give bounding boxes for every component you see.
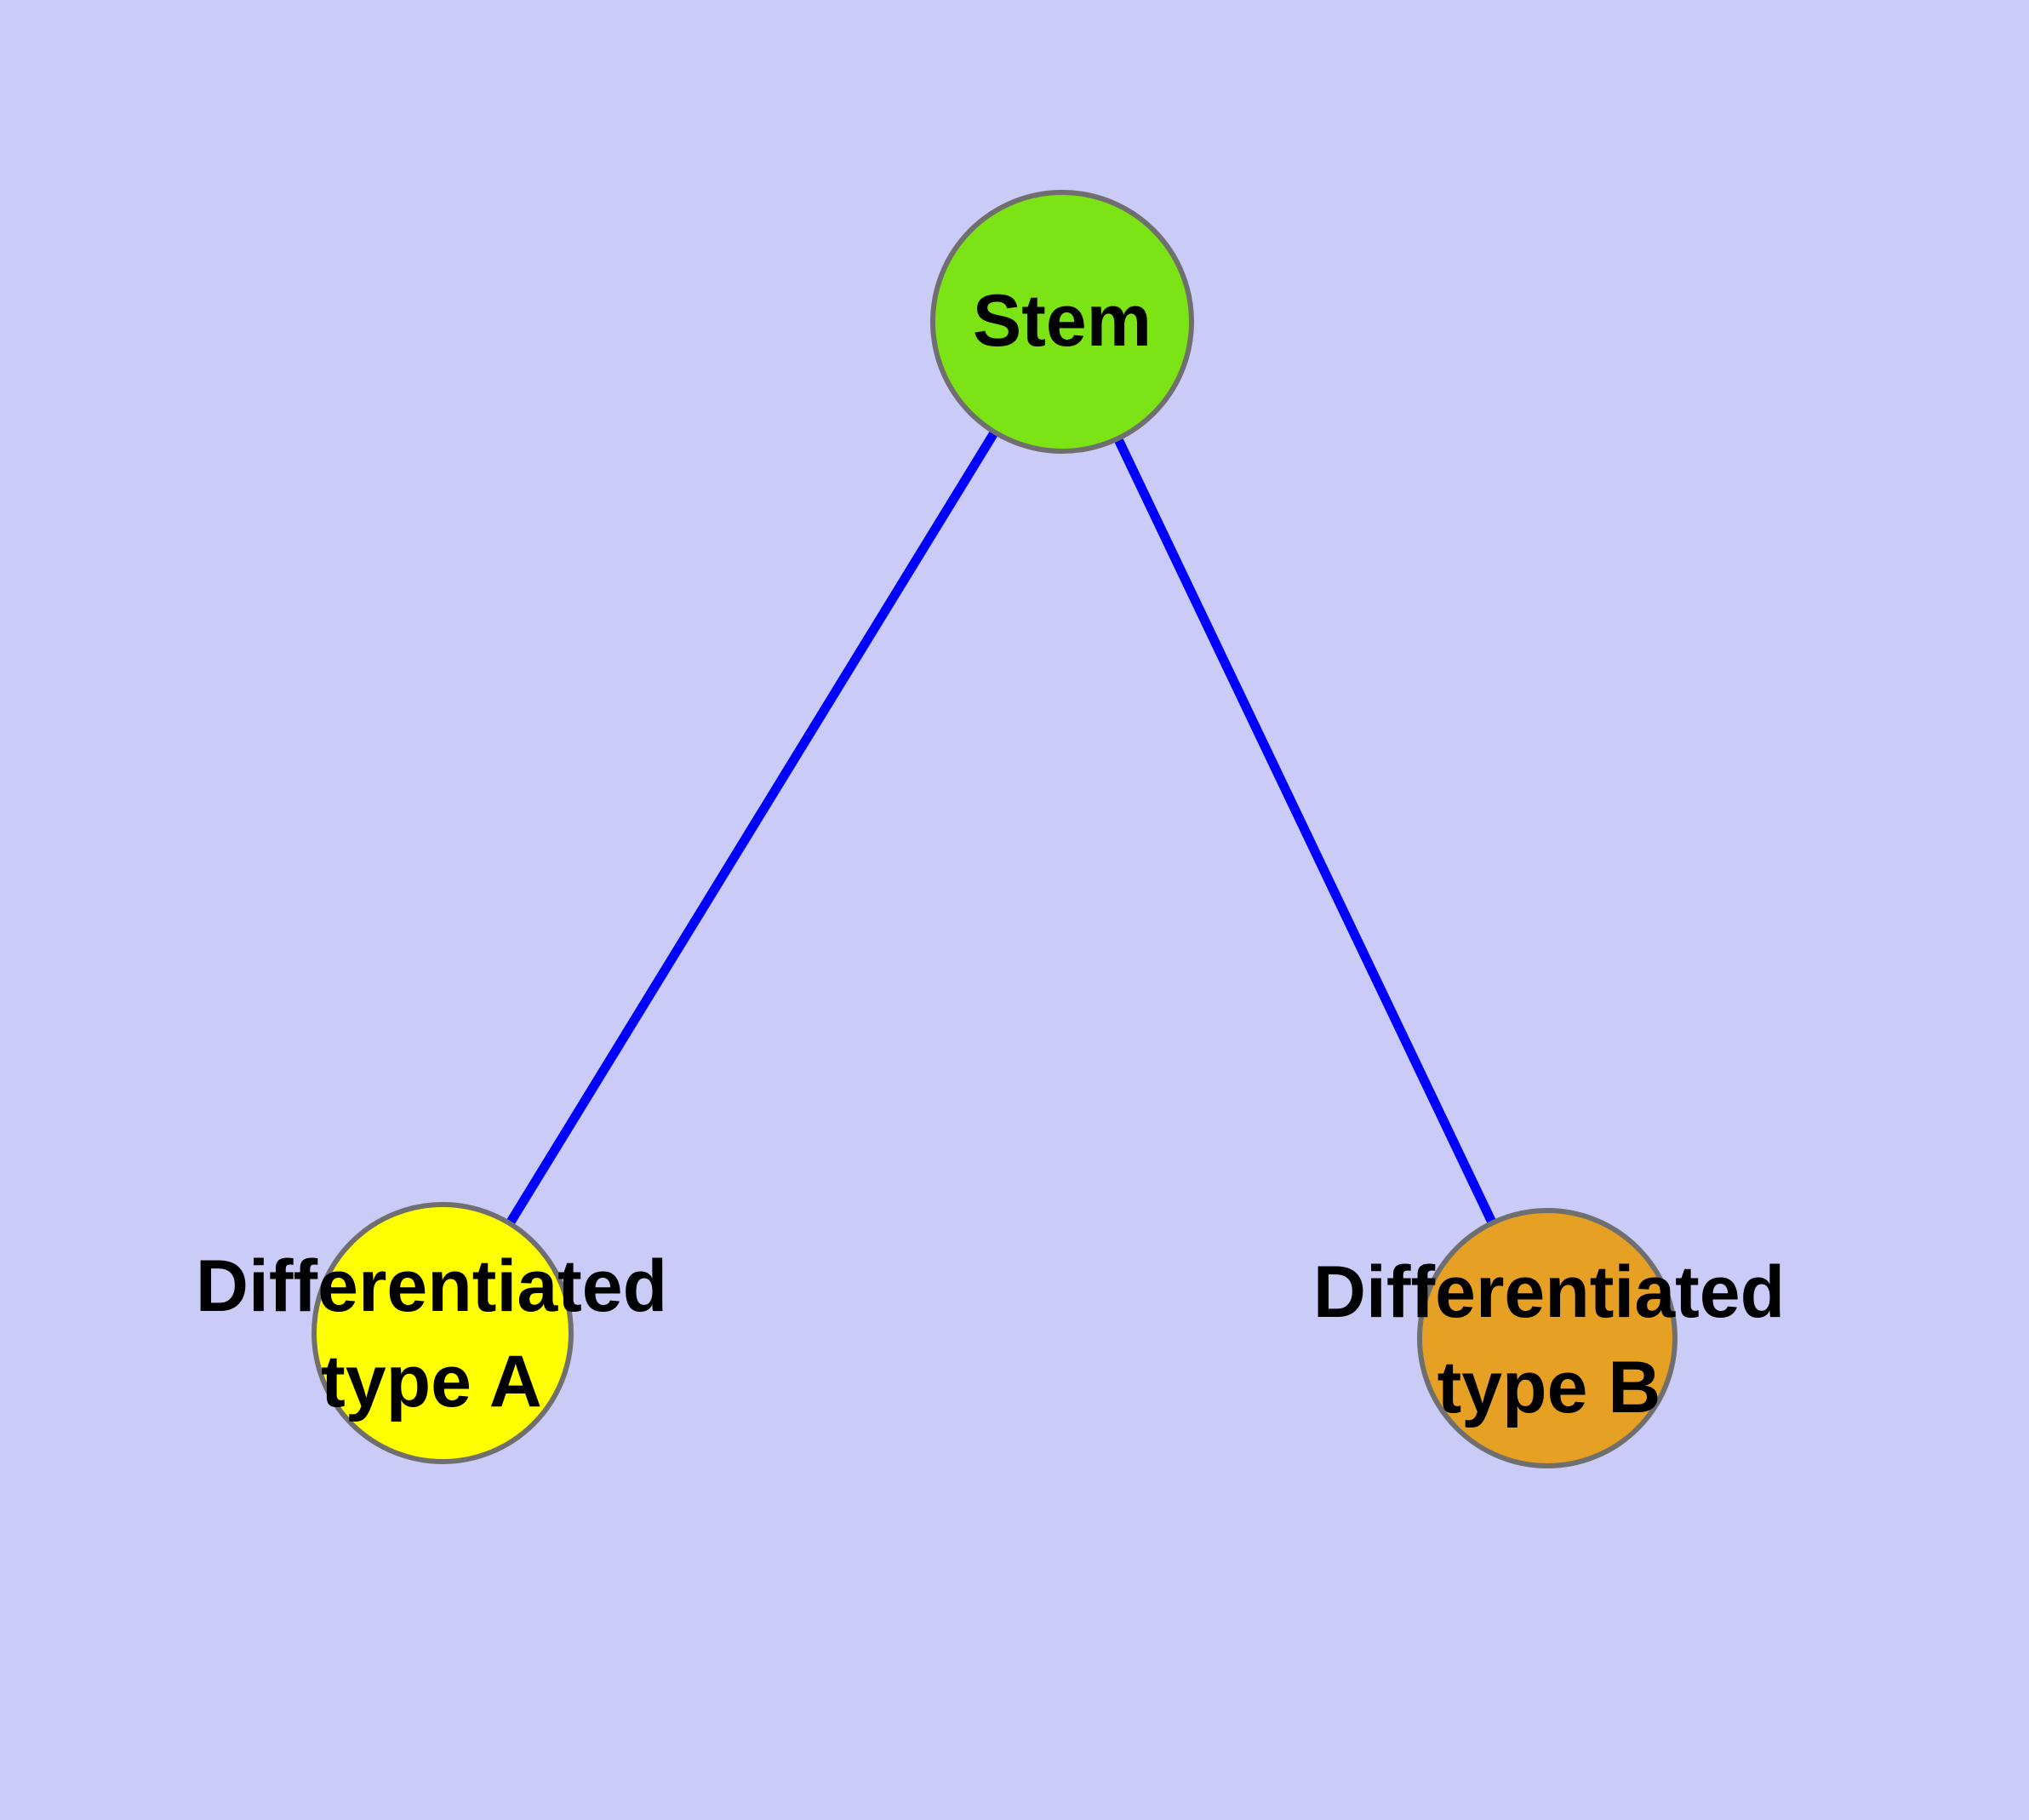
edge-stem-to-type-a [438,319,1066,1336]
node-differentiated-type-b [1417,1208,1677,1468]
node-label-differentiated-type-b: Differentiated type B [1312,1251,1786,1428]
node-differentiated-type-a [311,1202,574,1464]
node-label-differentiated-type-a: Differentiated type A [195,1245,668,1422]
edge-stem-to-type-b [1058,319,1552,1341]
node-label-stem: Stem [972,280,1152,363]
node-stem [930,190,1194,454]
